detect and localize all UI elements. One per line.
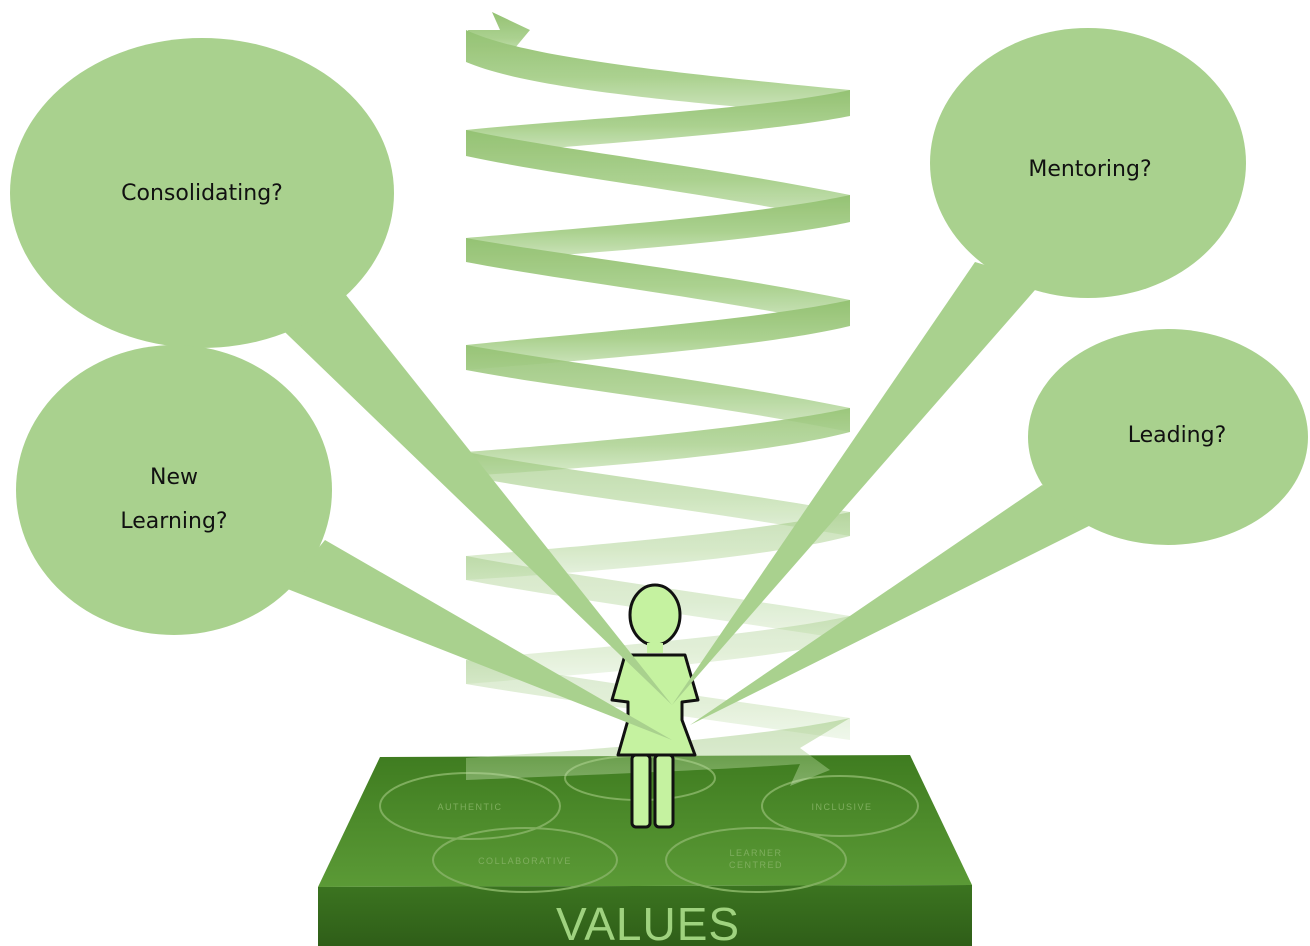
speech-bubbles (10, 28, 1308, 740)
bubble-leading-label: Leading? (1128, 423, 1227, 448)
label-collaborative: COLLABORATIVE (478, 856, 572, 866)
figure-body (610, 653, 700, 757)
bubble-consolidating (10, 38, 394, 348)
values-platform: AUTHENTIC INCLUSIVE COLLABORATIVE LEARNE… (318, 755, 972, 946)
label-authentic: AUTHENTIC (438, 802, 503, 812)
label-learner-centred-1: LEARNER (729, 848, 782, 858)
figure-leg-left (630, 753, 652, 829)
figure-leg-right (653, 753, 675, 829)
platform-circle-learner-centred (665, 827, 847, 893)
bubble-consolidating-tail (262, 285, 672, 705)
label-learner-centred-2: CENTRED (729, 860, 783, 870)
spiral-band-3-return (466, 300, 850, 370)
platform-circle-collaborative (432, 827, 618, 893)
bubble-leading-tail (690, 485, 1105, 725)
bubble-new-learning-tail (285, 540, 672, 740)
spiral-band-2 (466, 130, 850, 222)
spiral-band-4-return (466, 408, 850, 476)
spiral-band-2-return (466, 195, 850, 262)
label-inclusive: INCLUSIVE (811, 802, 872, 812)
platform-front (318, 885, 972, 946)
bubble-new-learning (16, 345, 332, 635)
platform-circle-inclusive (761, 775, 919, 837)
spiral-band-3 (466, 238, 850, 326)
bubble-new-learning-label-1: New (150, 465, 198, 490)
figure-neck (647, 643, 663, 653)
spiral-band-1 (466, 30, 850, 116)
person-figure (610, 583, 700, 829)
spiral-band-5-return (466, 512, 850, 580)
bubble-mentoring-label: Mentoring? (1028, 157, 1151, 182)
bubble-new-learning-label-2: Learning? (120, 509, 227, 534)
spiral-band-5 (466, 452, 850, 536)
spiral-band-1-return (466, 90, 850, 156)
figure-head (628, 583, 682, 647)
bubble-mentoring-tail (672, 262, 1042, 705)
platform-values-label: VALUES (556, 898, 740, 946)
bubble-mentoring (930, 28, 1246, 298)
bubble-leading (1028, 329, 1308, 545)
bubble-consolidating-label: Consolidating? (121, 181, 283, 206)
spiral-band-4 (466, 345, 850, 432)
